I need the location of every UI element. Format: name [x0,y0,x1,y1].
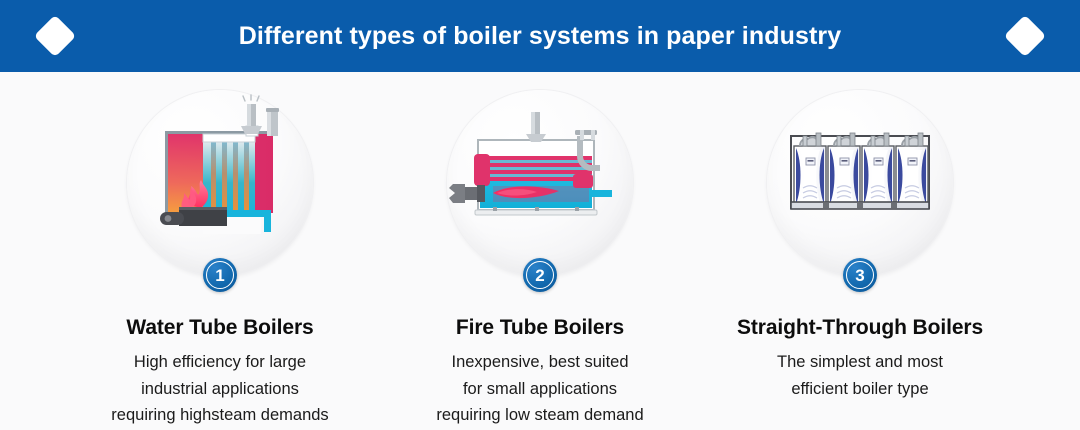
badge-ring [206,261,234,289]
card-icon-wrap: 1 [127,90,313,292]
card-description-line: efficient boiler type [791,379,929,398]
diamond-right-icon [1003,14,1047,58]
card-description-line: requiring low steam demand [436,406,644,425]
card-number-badge: 3 [843,258,877,292]
card-icon-wrap: 2 [447,90,633,292]
badge-number: 3 [855,265,865,285]
fire-tube-boiler-illustration [449,112,612,216]
card-title: Fire Tube Boilers [455,316,625,339]
card-description-line: requiring highsteam demands [111,406,329,425]
water-tube-boiler-illustration [160,94,279,234]
card-description-line: High efficiency for large [133,353,307,371]
card-description: High efficiency for large industrial app… [111,349,328,429]
badge-ring [846,261,874,289]
card-description-line: The simplest and most [777,353,943,371]
card-description: The simplest and most efficient boiler t… [777,349,943,402]
card-description-line: for small applications [462,379,618,398]
page-title: Different types of boiler systems in pap… [238,21,842,50]
card-water-tube-boilers: 1 Water Tube Boilers High efficiency for… [60,72,380,429]
card-description-line: Inexpensive, best suited [451,353,629,371]
card-straight-through-boilers: 3 Straight-Through Boilers The simplest … [700,72,1020,402]
card-title: Straight-Through Boilers [736,316,984,339]
card-icon-wrap: 3 [767,90,953,292]
card-number-badge: 2 [523,258,557,292]
cards-row: 1 Water Tube Boilers High efficiency for… [0,72,1080,430]
card-description-line: industrial applications [141,379,299,398]
badge-number: 1 [215,265,225,285]
badge-number: 2 [535,265,545,285]
straight-through-boiler-illustration [790,132,930,210]
badge-ring [526,261,554,289]
header-bar: Different types of boiler systems in pap… [0,0,1080,72]
diamond-left-icon [33,14,77,58]
card-fire-tube-boilers: 2 Fire Tube Boilers Inexpensive, best su… [380,72,700,429]
card-description: Inexpensive, best suited for small appli… [436,349,643,429]
card-number-badge: 1 [203,258,237,292]
card-title: Water Tube Boilers [126,316,314,339]
